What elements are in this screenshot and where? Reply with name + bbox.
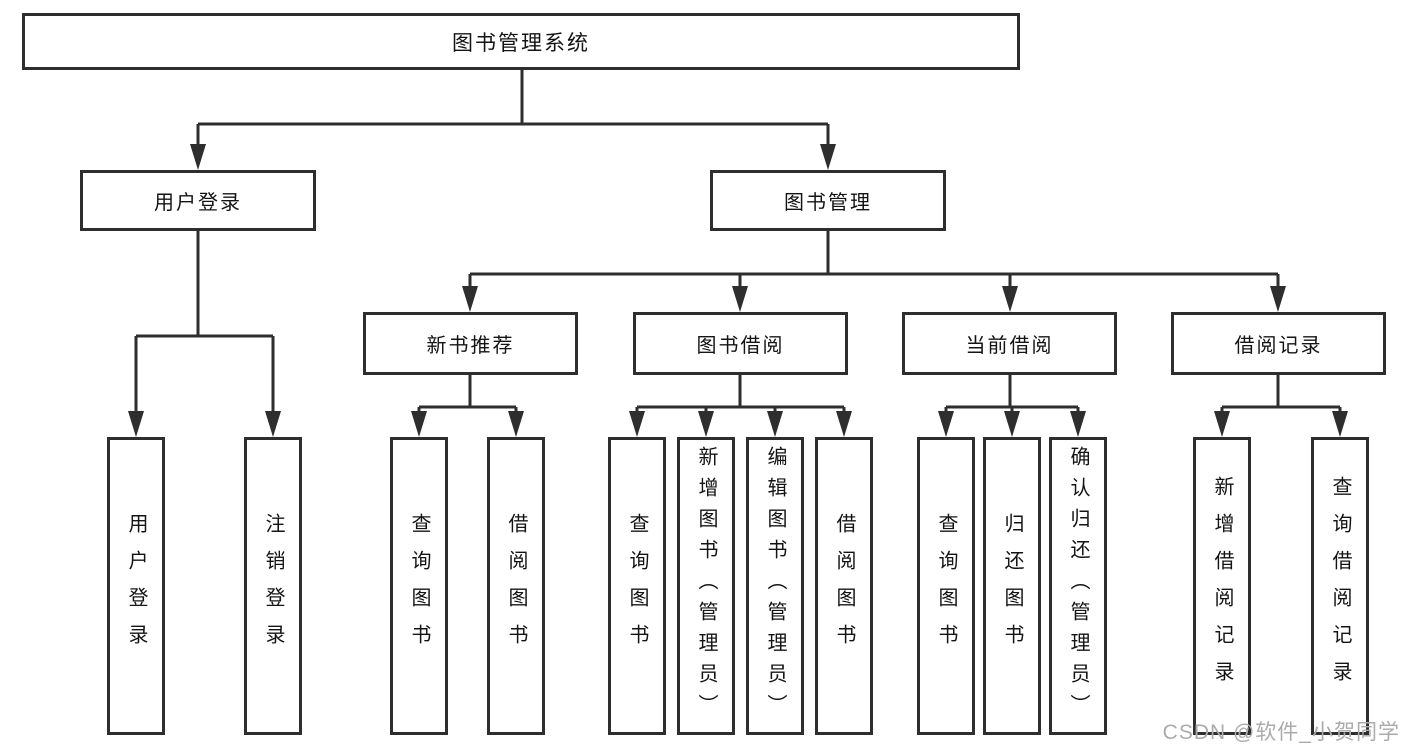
watermark: CSDN @软件_小贺同学 (1162, 721, 1400, 744)
node-user-login: 用户登录 (80, 170, 316, 231)
node-leaf-query-borrow-record: 查询借阅记录 (1311, 437, 1369, 735)
node-leaf-edit-book-admin: 编辑图书（管理员） (746, 437, 804, 735)
node-leaf-query-book-3: 查询图书 (917, 437, 975, 735)
node-borrowing-records: 借阅记录 (1171, 312, 1386, 375)
node-leaf-query-book-2: 查询图书 (608, 437, 666, 735)
node-leaf-borrow-book-2: 借阅图书 (815, 437, 873, 735)
node-leaf-borrow-book-1: 借阅图书 (487, 437, 545, 735)
node-book-management: 图书管理 (710, 170, 946, 231)
node-leaf-user-login: 用户登录 (107, 437, 165, 735)
node-leaf-return-book: 归还图书 (983, 437, 1041, 735)
node-root: 图书管理系统 (22, 13, 1020, 70)
node-leaf-query-book-1: 查询图书 (390, 437, 448, 735)
node-leaf-add-book-admin: 新增图书（管理员） (677, 437, 735, 735)
node-book-borrowing: 图书借阅 (633, 312, 848, 375)
node-leaf-logout: 注销登录 (244, 437, 302, 735)
node-leaf-confirm-return-admin: 确认归还（管理员） (1049, 437, 1107, 735)
node-new-book-recommend: 新书推荐 (363, 312, 578, 375)
node-current-borrowing: 当前借阅 (902, 312, 1117, 375)
node-leaf-add-borrow-record: 新增借阅记录 (1193, 437, 1251, 735)
